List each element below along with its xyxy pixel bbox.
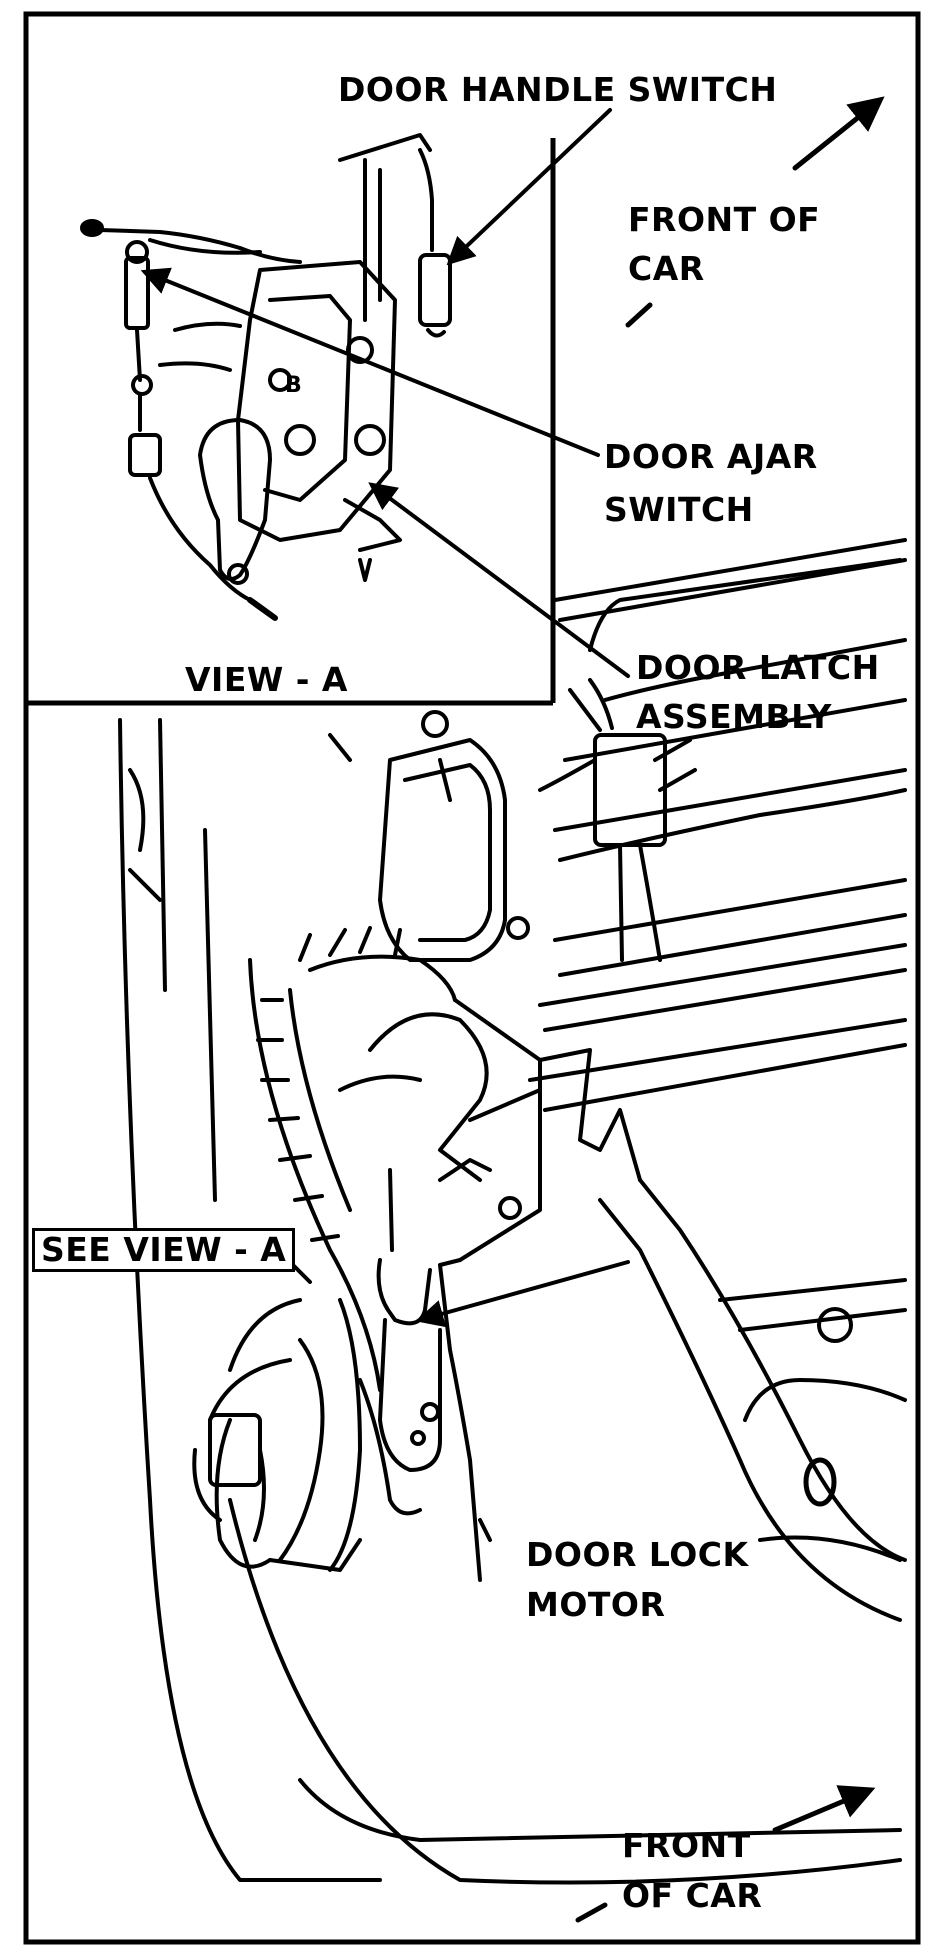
- view-a-inset: [26, 138, 556, 706]
- front-of-car-top-label-line1: FRONT OF: [628, 200, 821, 239]
- outer-frame: [23, 11, 921, 1945]
- door-body-drawing: [118, 538, 907, 1885]
- front-of-car-arrows: [575, 96, 885, 1923]
- front-of-car-arrow-bottom: [772, 1785, 876, 1833]
- svg-text:B: B: [285, 373, 302, 398]
- front-of-car-bottom-label-line1: FRONT: [622, 1826, 751, 1865]
- leader-arrows: [140, 108, 630, 1328]
- door-lock-motor-label-line2: MOTOR: [526, 1585, 666, 1624]
- door-ajar-arrow: [140, 267, 600, 457]
- door-lock-motor-arrow: [415, 1260, 630, 1328]
- front-of-car-arrow-bottom-tail: [575, 1902, 608, 1923]
- door-ajar-switch-label-line1: DOOR AJAR: [604, 437, 818, 476]
- door-lock-motor-label-line1: DOOR LOCK: [526, 1535, 749, 1574]
- latch-detail-drawing: B: [80, 133, 452, 621]
- door-latch-assembly-label-line2: ASSEMBLY: [636, 697, 832, 736]
- front-of-car-top-label-line2: CAR: [628, 249, 705, 288]
- door-ajar-switch-label-line2: SWITCH: [604, 490, 754, 529]
- see-view-a-label: SEE VIEW - A: [32, 1228, 296, 1272]
- front-of-car-arrow-top: [792, 96, 885, 171]
- door-latch-arrow: [368, 482, 630, 678]
- front-of-car-bottom-label-line2: OF CAR: [622, 1876, 763, 1915]
- handle-switch-arrow: [446, 108, 612, 266]
- view-a-label: VIEW - A: [185, 660, 348, 699]
- front-of-car-arrow-top-tail: [625, 302, 653, 328]
- door-handle-switch-label: DOOR HANDLE SWITCH: [338, 70, 778, 109]
- door-latch-assembly-label-line1: DOOR LATCH: [636, 648, 880, 687]
